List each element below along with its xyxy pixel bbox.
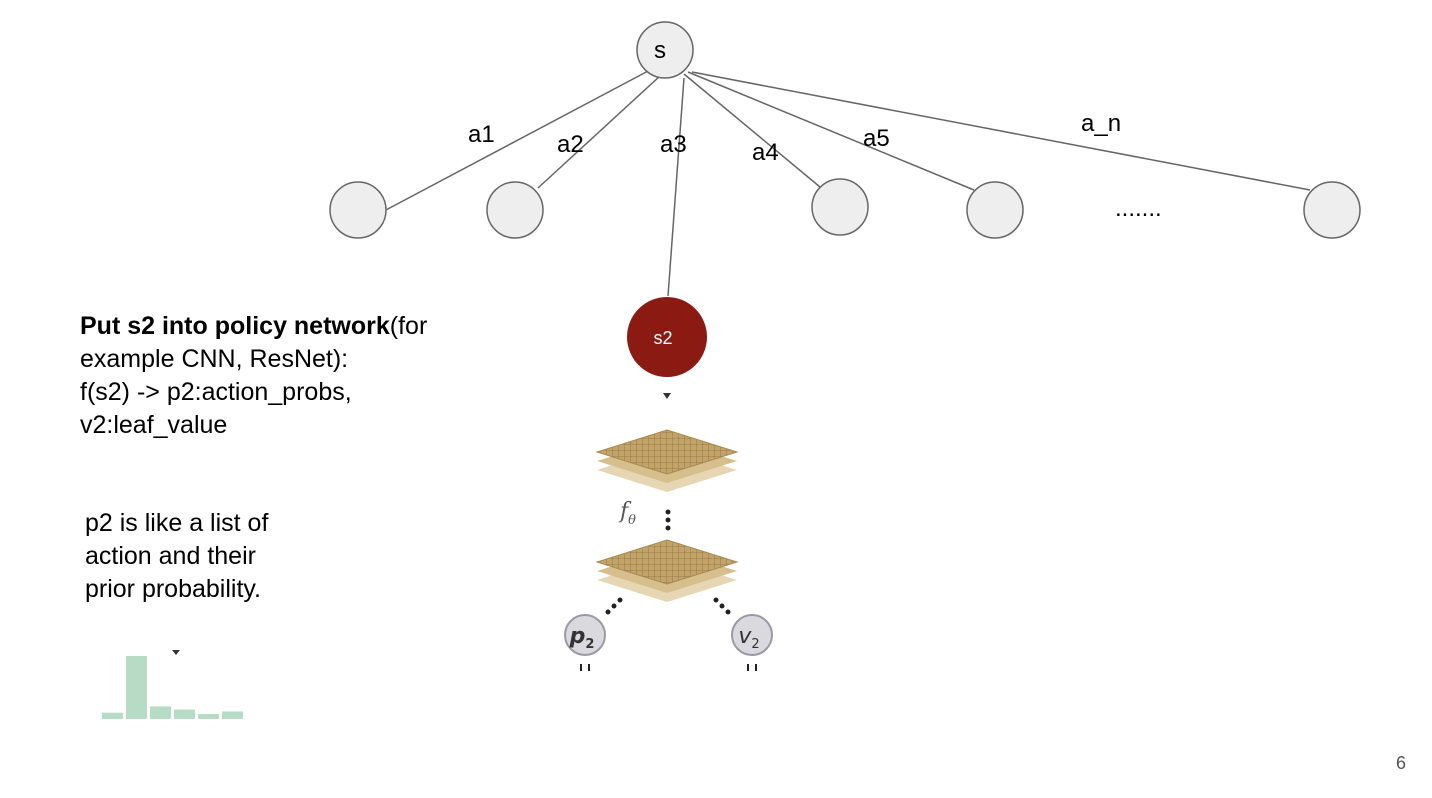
histogram-bar	[150, 706, 171, 719]
policy-output-node: p2	[564, 614, 606, 656]
edge-an	[691, 71, 1311, 191]
histogram-arrow-icon	[172, 650, 180, 655]
root-node: s	[636, 21, 694, 79]
policy-branch-dots	[605, 597, 623, 615]
tree-edges	[383, 69, 1311, 297]
explanation-heading-bold: Put s2 into policy network	[80, 312, 390, 340]
policy-network-explanation: Put s2 into policy network(for example C…	[80, 310, 500, 442]
edge-label-an: a_n	[1081, 110, 1121, 137]
child-node-a5	[966, 181, 1024, 239]
histogram-bar	[198, 713, 219, 719]
svg-text:v2: v2	[738, 624, 759, 652]
root-node-label: s	[654, 37, 666, 64]
value-branch-dots	[713, 597, 731, 615]
child-node-an	[1303, 181, 1361, 239]
edge-label-a1: a1	[468, 121, 495, 148]
prior-probability-note: p2 is like a list of action and their pr…	[85, 509, 269, 603]
expanded-node-s2: s2	[627, 297, 707, 377]
prior-histogram	[102, 656, 243, 719]
svg-text:p2: p2	[569, 624, 595, 652]
child-node-a2	[486, 181, 544, 239]
explanation-heading-rest: (for example CNN, ResNet):	[80, 312, 428, 373]
explanation-line-3: v2:leaf_value	[80, 411, 228, 439]
value-output-node: v2	[731, 614, 773, 656]
more-nodes-ellipsis: .......	[1115, 195, 1162, 222]
edge-a2	[537, 75, 661, 189]
edge-label-a5: a5	[863, 125, 890, 152]
connection-dots	[665, 509, 671, 531]
child-node-a4	[811, 178, 869, 236]
edge-a3	[667, 77, 685, 297]
edge-a5	[687, 71, 975, 191]
edge-label-a2: a2	[557, 131, 584, 158]
network-function-label: fθ	[618, 499, 636, 528]
edge-a1	[383, 69, 651, 212]
child-node-a1	[329, 181, 387, 239]
histogram-bar	[102, 712, 123, 719]
expanded-node-label: s2	[653, 328, 672, 348]
lower-layer-stack	[595, 539, 739, 602]
policy-network-figure: fθ p2 v2	[564, 393, 773, 671]
edge-a4	[683, 73, 821, 188]
explanation-line-2: f(s2) -> p2:action_probs,	[80, 378, 352, 406]
histogram-bar	[174, 709, 195, 719]
edge-label-a3: a3	[660, 131, 687, 158]
histogram-bar	[222, 711, 243, 719]
input-arrow-icon	[663, 393, 671, 399]
upper-layer-stack	[595, 429, 739, 492]
page-number: 6	[1395, 753, 1406, 773]
edge-label-a4: a4	[752, 139, 779, 166]
output-tick-marks	[580, 664, 757, 671]
histogram-bar	[126, 656, 147, 719]
